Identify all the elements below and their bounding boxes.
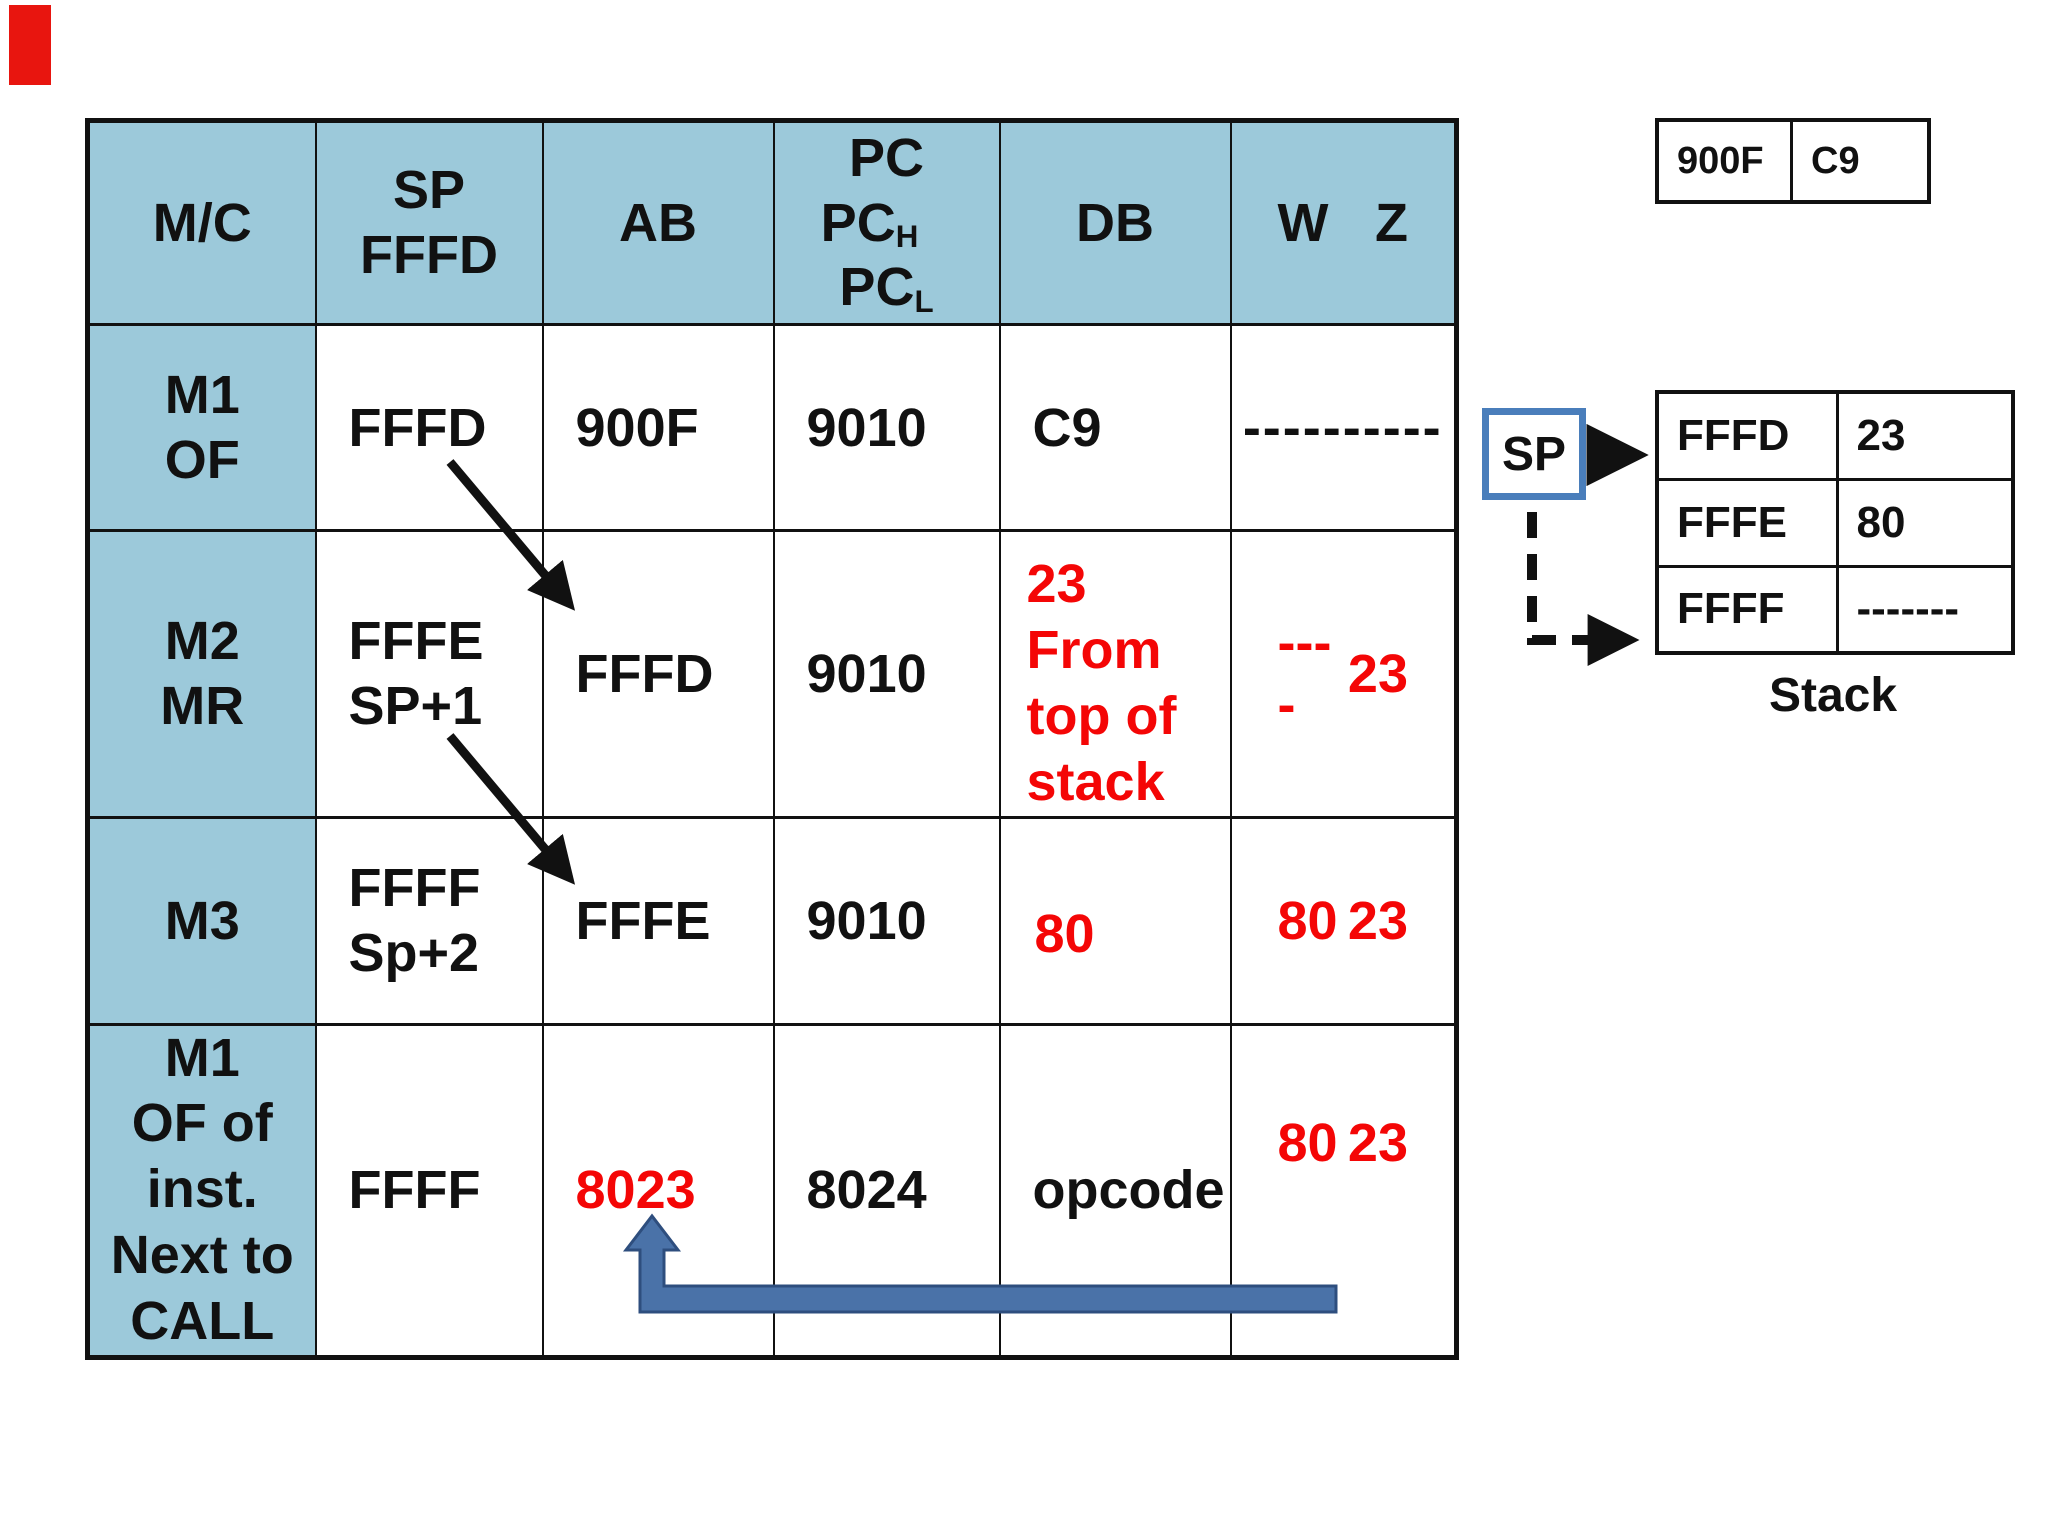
cell-m2-wz: ----23 — [1229, 529, 1458, 819]
cell-m4-pc: 8024 — [772, 1022, 1001, 1359]
cell-m4-sp: FFFF — [314, 1022, 544, 1359]
cell-m1-wz: ---------- — [1229, 323, 1458, 532]
header-pc: PC PCHPCL — [772, 119, 1001, 326]
cell-m1-db: C9 — [998, 323, 1232, 532]
cell-m2-ab: FFFD — [541, 529, 775, 819]
dashed-arrow-sp-to-stack-ffff — [1527, 512, 1640, 666]
stack-addr: FFFE — [1655, 477, 1839, 568]
cell-m1-pc: 9010 — [772, 323, 1001, 532]
cell-m1-sp: FFFD — [314, 323, 544, 532]
cell-m3-ab: FFFE — [541, 815, 775, 1026]
cell-m3-label: M3 — [86, 815, 317, 1026]
cell-m4-ab: 8023 — [541, 1022, 775, 1359]
memory-word-box: 900F C9 — [1655, 118, 1931, 204]
memory-data: C9 — [1811, 139, 1860, 182]
sp-pointer-box: SP — [1482, 408, 1586, 500]
header-db: DB — [998, 119, 1232, 326]
stack-val: ------- — [1835, 564, 2015, 655]
cell-m3-pc: 9010 — [772, 815, 1001, 1026]
stack-caption: Stack — [1768, 669, 1898, 722]
header-ab: AB — [541, 119, 775, 326]
stack-addr: FFFF — [1655, 564, 1839, 655]
cell-m1-ab: 900F — [541, 323, 775, 532]
cell-m2-db: 23 From top of stack — [998, 529, 1232, 819]
header-mc: M/C — [86, 119, 317, 326]
memory-addr: 900F — [1659, 122, 1793, 200]
row-m1-next-call: M1 OF of inst. Next to CALL FFFF 8023 80… — [86, 1022, 1458, 1359]
stack-table: FFFD 23 FFFE 80 FFFF ------- — [1655, 390, 2015, 655]
stack-val: 80 — [1835, 477, 2015, 568]
red-marker — [9, 5, 51, 85]
cell-m3-db: 80 — [998, 815, 1232, 1026]
cell-m2-label: M2 MR — [86, 529, 317, 819]
cell-m2-sp: FFFE SP+1 — [314, 529, 544, 819]
row-m1-of: M1 OF FFFD 900F 9010 C9 ---------- — [86, 323, 1458, 532]
stack-val: 23 — [1835, 390, 2015, 481]
stack-row: FFFF ------- — [1655, 564, 2015, 655]
cell-m3-sp: FFFF Sp+2 — [314, 815, 544, 1026]
row-m2-mr: M2 MR FFFE SP+1 FFFD 9010 23 From top of… — [86, 529, 1458, 819]
cell-m1-label: M1 OF — [86, 323, 317, 532]
cell-m2-pc: 9010 — [772, 529, 1001, 819]
header-sp: SP FFFD — [314, 119, 544, 326]
stack-row: FFFD 23 — [1655, 390, 2015, 481]
stack-row: FFFE 80 — [1655, 477, 2015, 568]
stack-addr: FFFD — [1655, 390, 1839, 481]
cell-m4-db: opcode — [998, 1022, 1232, 1359]
cell-m4-label: M1 OF of inst. Next to CALL — [86, 1022, 317, 1359]
